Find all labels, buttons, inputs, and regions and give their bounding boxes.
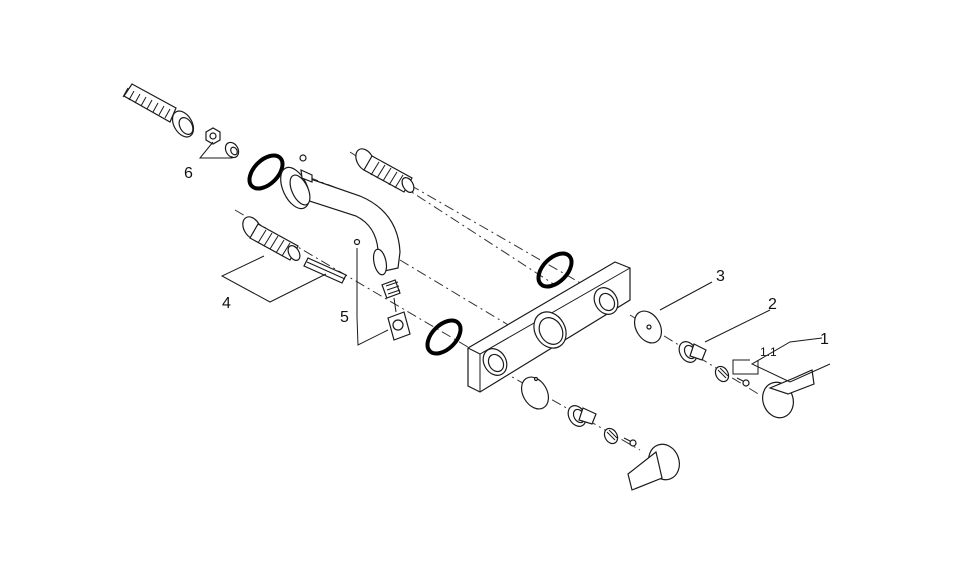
rosette-lower — [520, 376, 550, 410]
o-ring-center — [536, 251, 574, 289]
hex-nut-part-6 — [205, 127, 221, 145]
aerator — [381, 279, 401, 299]
valve-cartridge-lower — [567, 405, 597, 427]
sleeve-part-6 — [224, 141, 240, 159]
wall-plate — [467, 261, 631, 393]
extension-rod — [303, 257, 347, 284]
rosette-right — [633, 310, 663, 344]
callout-6: 6 — [184, 165, 193, 182]
valve-cartridge-right — [678, 341, 707, 363]
spindle-extension-lower — [603, 427, 619, 445]
callout-labels: 6 4 5 3 2 1.1 1 — [184, 165, 829, 359]
callout-3: 3 — [716, 268, 725, 285]
callout-1: 1 — [820, 331, 829, 348]
lever-handle-lower — [627, 443, 680, 491]
callout-2: 2 — [768, 296, 777, 313]
threaded-connector-top — [122, 83, 195, 138]
screw-lower — [623, 437, 637, 447]
aerator-key — [387, 297, 411, 341]
o-ring-left — [425, 318, 463, 356]
threaded-connector-left — [242, 216, 301, 261]
screw-right — [736, 377, 750, 387]
callout-5: 5 — [340, 309, 349, 326]
callout-4: 4 — [222, 295, 231, 312]
spindle-extension-right — [714, 365, 730, 383]
threaded-connector-upper — [355, 148, 415, 193]
o-ring-spout — [247, 153, 285, 191]
lever-handle-right — [762, 369, 815, 419]
spout — [280, 154, 401, 276]
callout-1-1: 1.1 — [760, 345, 777, 359]
callout-leaders — [198, 141, 831, 383]
